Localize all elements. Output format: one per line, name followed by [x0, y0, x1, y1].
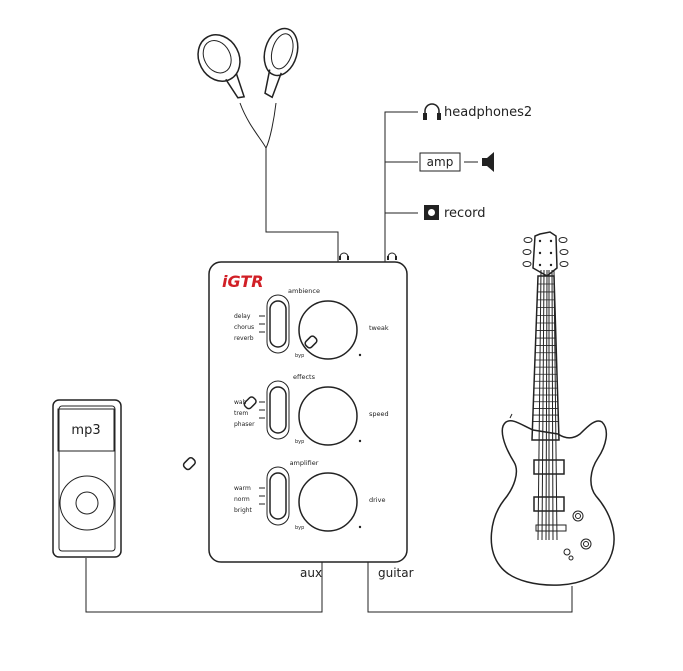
headphone-jack-icon [339, 252, 349, 260]
option-label-phaser: phaser [234, 421, 255, 428]
option-label-norm: norm [234, 496, 250, 503]
aux-cable [85, 558, 323, 613]
earbuds-icon [197, 27, 339, 262]
mp3-player-icon [52, 399, 122, 558]
amp-box [419, 152, 461, 172]
knob-label-drive: drive [369, 496, 385, 504]
led-indicator [358, 353, 362, 357]
knob-label-tweak: tweak [369, 324, 389, 332]
option-label-wah: wah [234, 399, 247, 406]
option-label-delay: delay [234, 313, 251, 320]
option-label-chorus: chorus [234, 324, 254, 331]
igtr-device [208, 261, 408, 563]
bypass-label: byp [295, 439, 304, 445]
aux-port-label: aux [300, 566, 322, 580]
option-label-trem: trem [234, 410, 248, 417]
knob-pointer [243, 396, 257, 410]
bypass-label: byp [295, 525, 304, 531]
selector-switch-amplifier[interactable] [266, 466, 290, 526]
guitar-icon [490, 231, 615, 586]
selector-switch-ambience[interactable] [266, 294, 290, 354]
knob-label-speed: speed [369, 410, 389, 418]
mp3-screen-label: mp3 [71, 423, 100, 438]
knob-pointer [182, 457, 196, 471]
amp-label: amp [427, 155, 454, 169]
selector-switch-effects[interactable] [266, 380, 290, 440]
guitar-port-label: guitar [378, 566, 414, 580]
headphones-icon [423, 103, 441, 120]
bypass-label: byp [295, 353, 304, 359]
guitar-cable [367, 562, 573, 613]
option-label-bright: bright [234, 507, 253, 514]
output-bus-line [384, 111, 418, 262]
knob-speed[interactable] [298, 386, 358, 446]
section-title-ambience: ambience [288, 287, 320, 295]
option-label-reverb: reverb [234, 335, 254, 342]
selector-knob[interactable] [269, 386, 287, 434]
section-title-effects: effects [293, 373, 316, 381]
igtr-logo: iGTR [222, 272, 264, 291]
device-sections: ambience delay chorus reverb tweak byp effects… [182, 287, 389, 532]
option-label-warm: warm [234, 485, 251, 492]
speaker-icon [482, 152, 494, 172]
selector-knob[interactable] [269, 472, 287, 520]
record-icon [424, 205, 439, 220]
knob-tweak[interactable] [298, 300, 358, 360]
knob-pointer [304, 335, 318, 349]
knob-drive[interactable] [298, 472, 358, 532]
selector-knob[interactable] [269, 300, 287, 348]
record-label: record [444, 206, 486, 221]
led-indicator [358, 439, 362, 443]
headphones-label: headphones2 [444, 105, 532, 120]
led-indicator [358, 525, 362, 529]
headphone-jack-icon-2 [387, 252, 397, 260]
section-title-amplifier: amplifier [290, 459, 319, 467]
